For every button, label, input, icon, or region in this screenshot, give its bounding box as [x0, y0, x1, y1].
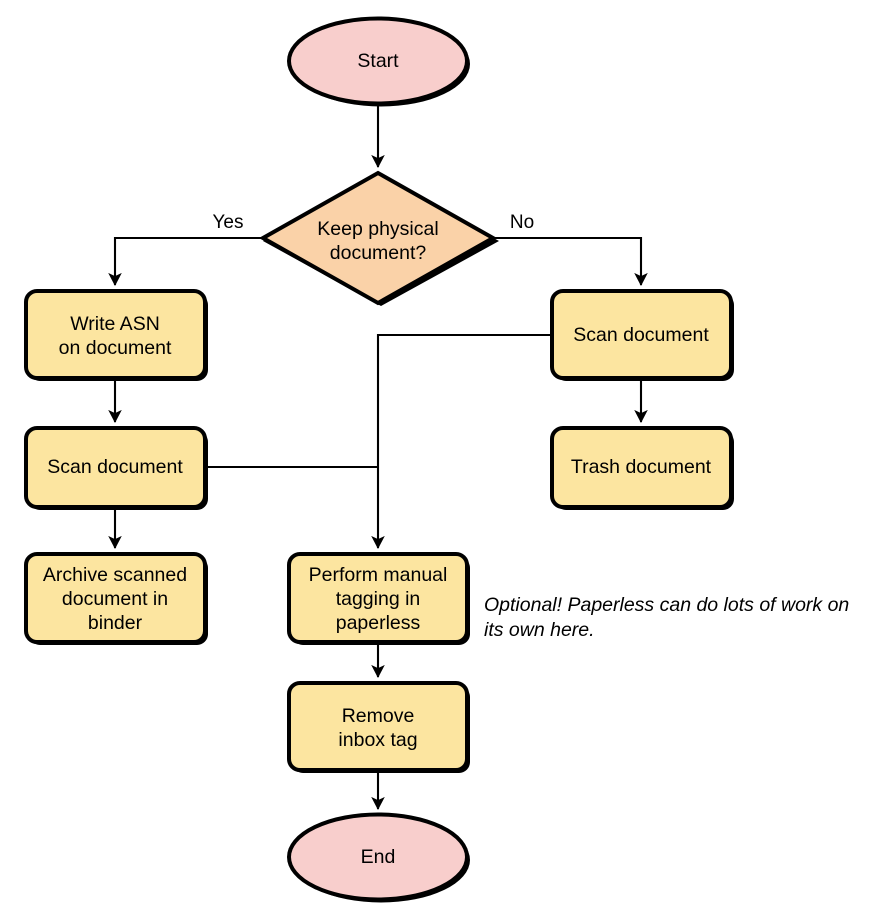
write-asn-label-line2: on document [59, 337, 172, 359]
manual-tagging-label-line1: Perform manual [309, 564, 448, 586]
scan-document-right-label: Scan document [573, 324, 709, 346]
manual-tagging-label-line3: paperless [336, 612, 421, 634]
optional-note-line1: Optional! Paperless can do lots of work … [484, 594, 849, 616]
scan-document-right-box [550, 289, 733, 380]
node-end[interactable]: End [287, 812, 470, 903]
manual-tagging-label-line2: tagging in [336, 588, 421, 610]
remove-inbox-label-line2: inbox tag [338, 729, 417, 751]
archive-label-line2: document in [62, 588, 168, 610]
node-archive-scanned-document[interactable]: Archive scanned document in binder [24, 552, 208, 645]
edge-label-yes: Yes [213, 212, 244, 233]
node-scan-document-right[interactable]: Scan document [550, 289, 734, 381]
start-label: Start [357, 50, 399, 72]
scan-document-left-label: Scan document [47, 456, 183, 478]
remove-inbox-label-line1: Remove [342, 705, 415, 727]
decision-label-line2: document? [330, 242, 427, 264]
edge-decision-yes-to-write-asn [108, 236, 263, 287]
write-asn-box [24, 289, 207, 380]
edge-decision-no-to-scan-right [493, 236, 648, 287]
trash-document-box [550, 426, 733, 509]
start-ellipse [287, 16, 469, 106]
annotation-optional-note: Optional! Paperless can do lots of work … [484, 594, 849, 641]
node-perform-manual-tagging[interactable]: Perform manual tagging in paperless [287, 552, 470, 645]
end-label: End [361, 846, 396, 868]
archive-label-line3: binder [88, 612, 143, 634]
connector-layer [108, 104, 648, 811]
decision-diamond [258, 170, 498, 306]
trash-document-label: Trash document [571, 456, 712, 478]
scan-document-left-box [24, 426, 207, 509]
node-trash-document[interactable]: Trash document [550, 426, 734, 510]
write-asn-label-line1: Write ASN [70, 313, 160, 335]
end-ellipse [287, 812, 469, 902]
optional-note-line2: its own here. [484, 619, 595, 641]
decision-label-line1: Keep physical [317, 218, 438, 240]
node-scan-document-left[interactable]: Scan document [24, 426, 208, 510]
node-write-asn-on-document[interactable]: Write ASN on document [24, 289, 208, 381]
edge-scan-right-to-manual-tagging [371, 333, 552, 550]
manual-tagging-box [287, 552, 469, 644]
edge-label-no: No [510, 212, 534, 233]
archive-label-line1: Archive scanned [43, 564, 187, 586]
node-remove-inbox-tag[interactable]: Remove inbox tag [287, 681, 470, 773]
node-decision-keep-physical-document[interactable]: Keep physical document? [258, 170, 499, 306]
archive-box [24, 552, 207, 644]
remove-inbox-tag-box [287, 681, 469, 772]
node-start[interactable]: Start [287, 16, 470, 107]
